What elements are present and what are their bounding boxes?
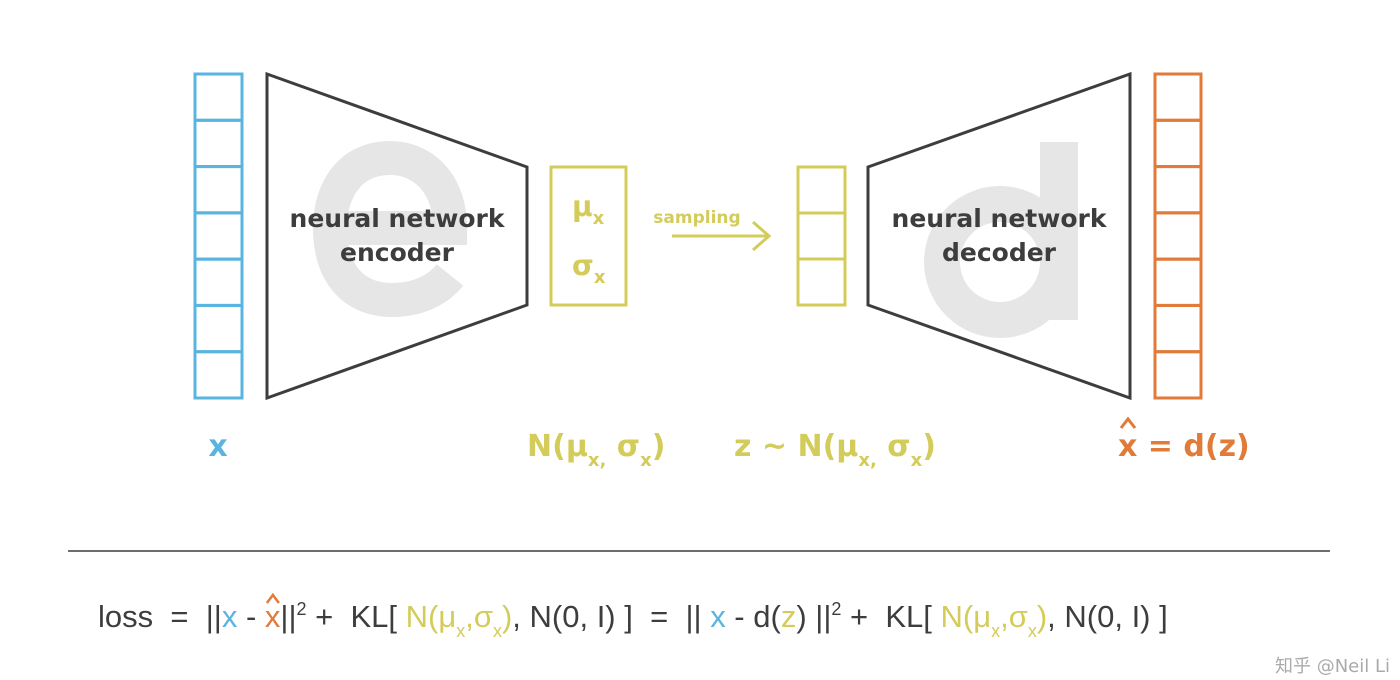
- vector-cell: [193, 211, 244, 261]
- output-vector: [1153, 72, 1203, 400]
- vector-cell: [1153, 303, 1203, 354]
- encoder-label-line1: neural network: [290, 204, 506, 233]
- decoder-ghost-letter: [924, 142, 1078, 338]
- z-label: z ~ N(μx, σx): [734, 429, 936, 471]
- vector-cell: [193, 165, 244, 215]
- output-label: x = d(z): [1118, 429, 1250, 464]
- hat-icon: [1119, 416, 1137, 429]
- vector-cell: [1153, 257, 1203, 307]
- vector-cell: [193, 350, 244, 400]
- vector-cell: [1153, 118, 1203, 169]
- encoder-ghost-letter: [312, 140, 468, 318]
- vector-cell: [193, 303, 244, 354]
- loss-formula: loss = ||x - x||2 + KL[ N(μx,σx), N(0, I…: [98, 599, 1168, 641]
- decoder: neural network decoder: [866, 71, 1132, 401]
- decoder-trapezoid: [866, 71, 1132, 401]
- latent-vector: [796, 165, 847, 307]
- sampling-arrow: sampling: [653, 208, 772, 252]
- decoder-label-line1: neural network: [892, 204, 1108, 233]
- encoder-trapezoid: [265, 71, 529, 401]
- vector-cell: [1153, 211, 1203, 261]
- mu-symbol: μx: [572, 190, 605, 229]
- vector-cell: [1153, 350, 1203, 400]
- input-label: x: [208, 429, 227, 464]
- distribution-label: N(μx, σx): [527, 429, 666, 471]
- decoder-label-line2: decoder: [942, 238, 1057, 267]
- sampling-label: sampling: [653, 208, 740, 228]
- vector-cell: [1153, 72, 1203, 122]
- vector-cell: [193, 72, 244, 122]
- loss-hat-icon: [265, 592, 280, 604]
- watermark: 知乎 @Neil Li: [1275, 656, 1390, 677]
- vector-cell: [193, 118, 244, 169]
- vector-cell: [796, 211, 847, 261]
- vector-cell: [796, 165, 847, 215]
- input-vector: [193, 72, 244, 400]
- vector-cell: [193, 257, 244, 307]
- encoder-label-line2: encoder: [340, 238, 455, 267]
- encoder: neural network encoder: [265, 71, 529, 401]
- distribution-params-box: μx σx: [549, 165, 628, 307]
- sigma-symbol: σx: [572, 249, 606, 288]
- vector-cell: [796, 257, 847, 307]
- vector-cell: [1153, 165, 1203, 215]
